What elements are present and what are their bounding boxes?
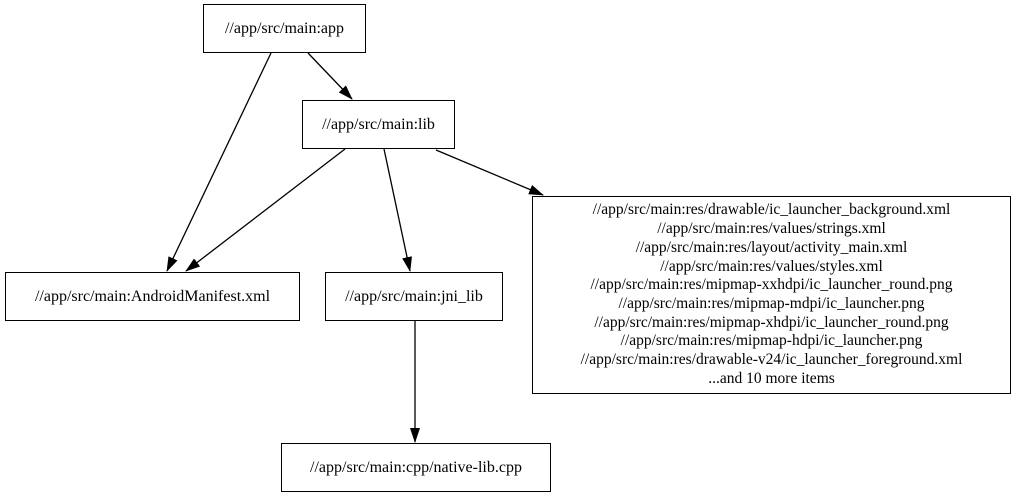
node-jni-lib-label: //app/src/main:jni_lib bbox=[345, 287, 483, 305]
resource-item: //app/src/main:res/values/styles.xml bbox=[660, 257, 883, 275]
resource-item: //app/src/main:res/drawable/ic_launcher_… bbox=[592, 201, 951, 219]
node-native-lib-cpp-label: //app/src/main:cpp/native-lib.cpp bbox=[310, 458, 522, 476]
edge-app-to-lib bbox=[307, 52, 353, 100]
node-native-lib-cpp: //app/src/main:cpp/native-lib.cpp bbox=[281, 443, 551, 492]
resource-item: //app/src/main:res/mipmap-mdpi/ic_launch… bbox=[618, 295, 925, 312]
node-app: //app/src/main:app bbox=[203, 4, 366, 53]
edge-lib-to-resources bbox=[435, 149, 544, 196]
resource-item: //app/src/main:res/mipmap-xxhdpi/ic_laun… bbox=[590, 276, 953, 294]
resource-item: //app/src/main:res/mipmap-hdpi/ic_launch… bbox=[620, 332, 923, 350]
node-android-manifest-label: //app/src/main:AndroidManifest.xml bbox=[34, 287, 271, 305]
edge-lib-to-manifest bbox=[185, 148, 346, 272]
node-lib-label: //app/src/main:lib bbox=[322, 115, 435, 133]
node-resources: //app/src/main:res/drawable/ic_launcher_… bbox=[532, 196, 1011, 394]
edge-app-to-manifest bbox=[166, 52, 272, 272]
node-lib: //app/src/main:lib bbox=[302, 100, 455, 149]
node-android-manifest: //app/src/main:AndroidManifest.xml bbox=[5, 272, 300, 321]
node-app-label: //app/src/main:app bbox=[224, 19, 345, 37]
resource-item: //app/src/main:res/layout/activity_main.… bbox=[635, 238, 908, 256]
resource-item: //app/src/main:res/values/strings.xml bbox=[657, 220, 886, 238]
resource-item: //app/src/main:res/drawable-v24/ic_launc… bbox=[580, 351, 963, 369]
resource-item: //app/src/main:res/mipmap-xhdpi/ic_launc… bbox=[594, 313, 949, 331]
node-jni-lib: //app/src/main:jni_lib bbox=[325, 272, 503, 321]
edge-lib-to-jni-lib bbox=[383, 148, 412, 272]
resource-more-items: ...and 10 more items bbox=[708, 369, 835, 387]
